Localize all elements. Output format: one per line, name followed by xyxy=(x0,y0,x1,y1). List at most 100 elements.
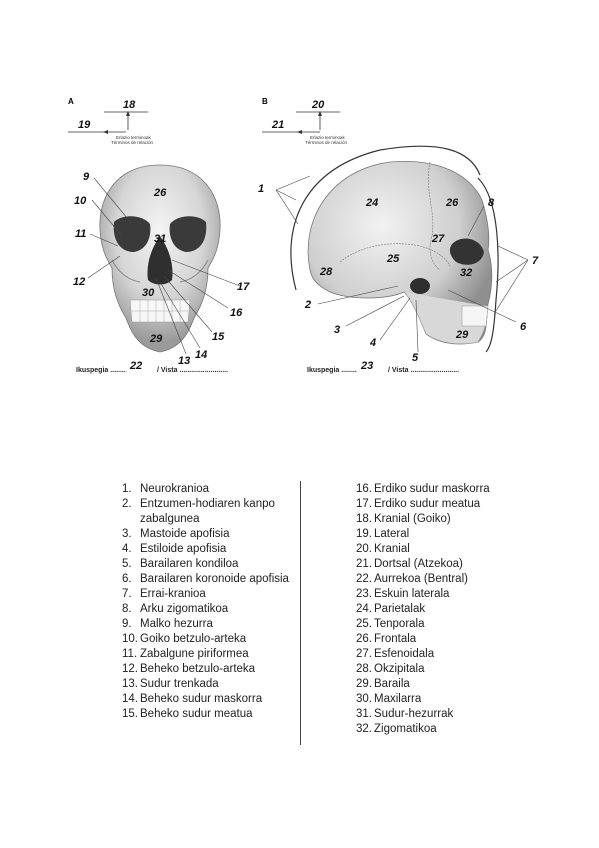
legend-number: 10. xyxy=(122,633,138,645)
legend-item: 8.Arku zigomatikoa xyxy=(122,602,292,617)
legend-item: 27.Esfenoidala xyxy=(356,647,526,662)
legend-item: 9. Malko hezurra xyxy=(122,617,292,632)
legend-text: Barailaren kondiloa xyxy=(140,558,239,570)
legend-item: 11.Zabalgune piriformea xyxy=(122,647,292,662)
legend-number: 1. xyxy=(122,483,132,495)
frontal-skull xyxy=(99,164,221,353)
legend-text: Malko hezurra xyxy=(140,618,213,630)
legend-number: 6. xyxy=(122,573,132,585)
caption-a-1: Erlazio terminoak xyxy=(116,135,152,140)
legend-number: 2. xyxy=(122,498,132,510)
label-3: 3 xyxy=(334,324,340,336)
legend-item: 31.Sudur-hezurrak xyxy=(356,707,526,722)
legend-number: 7. xyxy=(122,588,132,600)
label-16: 16 xyxy=(230,307,243,319)
label-9: 9 xyxy=(83,171,90,183)
label-18: 18 xyxy=(123,99,136,111)
label-29a: 29 xyxy=(149,333,163,345)
legend-number: 4. xyxy=(122,543,132,555)
legend-divider xyxy=(300,481,301,745)
legend-item: 14.Beheko sudur maskorra xyxy=(122,692,292,707)
label-23: 23 xyxy=(360,360,373,372)
legend-text: Eskuin laterala xyxy=(374,588,450,600)
legend-item: 1. Neurokranioa xyxy=(122,482,292,497)
legend-text: Maxilarra xyxy=(374,693,422,705)
legend-text: Beheko sudur maskorra xyxy=(140,693,263,705)
legend-text: Neurokranioa xyxy=(140,483,210,495)
legend-item: 13.Sudur trenkada xyxy=(122,677,292,692)
legend-number: 18. xyxy=(356,513,372,525)
legend-text: Zigomatikoa xyxy=(374,723,437,735)
legend-text: Lateral xyxy=(374,528,410,540)
label-28: 28 xyxy=(319,266,333,278)
legend-number: 3. xyxy=(122,528,132,540)
view-tail-a: / Vista ......................... xyxy=(157,367,228,374)
legend-number: 9. xyxy=(122,618,132,630)
label-7: 7 xyxy=(532,255,539,267)
label-22: 22 xyxy=(129,360,142,372)
legend-number: 27. xyxy=(356,648,372,660)
legend-text: Beheko sudur meatua xyxy=(140,708,253,720)
legend-item: 21.Dortsal (Atzekoa) xyxy=(356,557,526,572)
legend-number: 28. xyxy=(356,663,372,675)
label-17: 17 xyxy=(237,281,250,293)
view-tail-b: / Vista ......................... xyxy=(388,367,459,374)
legend-text: Estiloide apofisia xyxy=(140,543,227,555)
label-26a: 26 xyxy=(153,187,167,199)
caption-b-2: Términos de relación xyxy=(305,140,348,145)
legend-text: Esfenoidala xyxy=(374,648,435,660)
caption-a-2: Términos de relación xyxy=(111,140,154,145)
label-12: 12 xyxy=(73,276,85,288)
legend-item: 24.Parietalak xyxy=(356,602,526,617)
legend-number: 19. xyxy=(356,528,372,540)
legend-item: 28.Okzipitala xyxy=(356,662,526,677)
panel-a: A 18 19 Erlazio terminoak Términos de re… xyxy=(68,97,250,374)
legend-item: 18.Kranial (Goiko) xyxy=(356,512,526,527)
label-19: 19 xyxy=(78,119,91,131)
skull-illustration: A 18 19 Erlazio terminoak Términos de re… xyxy=(68,97,539,374)
legend-text: Entzumen-hodiaren kanpo zabalgunea xyxy=(140,498,275,525)
panel-a-letter: A xyxy=(68,97,74,106)
label-6: 6 xyxy=(520,321,527,333)
label-4: 4 xyxy=(369,337,376,349)
legend-item: 5. Barailaren kondiloa xyxy=(122,557,292,572)
legend-item: 7.Errai-kranioa xyxy=(122,587,292,602)
legend-number: 31. xyxy=(356,708,372,720)
legend-number: 8. xyxy=(122,603,132,615)
legend-text: Barailaren koronoide apofisia xyxy=(140,573,289,585)
legend-number: 21. xyxy=(356,558,372,570)
legend-text: Mastoide apofisia xyxy=(140,528,230,540)
view-label-a: Ikuspegia ........ xyxy=(76,367,126,374)
legend-number: 23. xyxy=(356,588,372,600)
legend-item: 12.Beheko betzulo-arteka xyxy=(122,662,292,677)
legend-number: 5. xyxy=(122,558,132,570)
legend-text: Zabalgune piriformea xyxy=(140,648,249,660)
legend-item: 10.Goiko betzulo-arteka xyxy=(122,632,292,647)
panel-b-letter: B xyxy=(262,97,268,106)
legend-item: 32.Zigomatikoa xyxy=(356,722,526,737)
view-label-b: Ikuspegia ........ xyxy=(307,367,357,374)
label-8: 8 xyxy=(488,197,495,209)
legend-text: Sudur-hezurrak xyxy=(374,708,454,720)
label-31: 31 xyxy=(154,233,166,245)
caption-b-1: Erlazio terminoak xyxy=(310,135,346,140)
label-1: 1 xyxy=(258,183,264,195)
legend-item: 30.Maxilarra xyxy=(356,692,526,707)
label-29b: 29 xyxy=(455,329,469,341)
legend-number: 15. xyxy=(122,708,138,720)
legend-number: 24. xyxy=(356,603,372,615)
label-24: 24 xyxy=(365,197,378,209)
legend-text: Tenporala xyxy=(374,618,425,630)
legend-number: 11. xyxy=(122,648,138,660)
legend-text: Goiko betzulo-arteka xyxy=(140,633,247,645)
label-20: 20 xyxy=(311,99,325,111)
legend-text: Frontala xyxy=(374,633,417,645)
legend-text: Sudur trenkada xyxy=(140,678,219,690)
legend-number: 26. xyxy=(356,633,372,645)
lateral-skull xyxy=(307,161,493,345)
legend-item: 26.Frontala xyxy=(356,632,526,647)
legend-text: Beheko betzulo-arteka xyxy=(140,663,256,675)
legend-number: 32. xyxy=(356,723,372,735)
legend-text: Aurrekoa (Bentral) xyxy=(374,573,468,585)
label-10: 10 xyxy=(74,195,87,207)
